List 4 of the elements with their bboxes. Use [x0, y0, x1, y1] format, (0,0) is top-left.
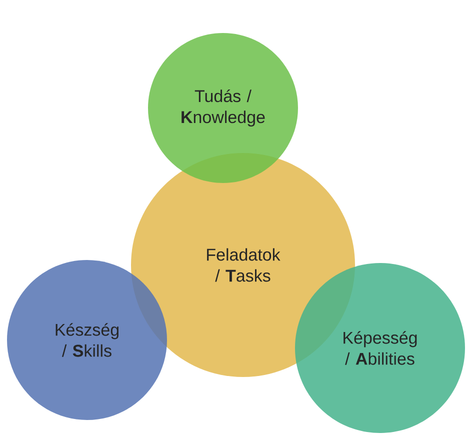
- circle-label: Képesség / Abilities: [344, 331, 417, 365]
- circle-label: Feladatok / Tasks: [207, 248, 280, 282]
- circle-label: Tudás / Knowledge: [182, 89, 265, 127]
- circle-label: Készség / Skills: [56, 323, 118, 357]
